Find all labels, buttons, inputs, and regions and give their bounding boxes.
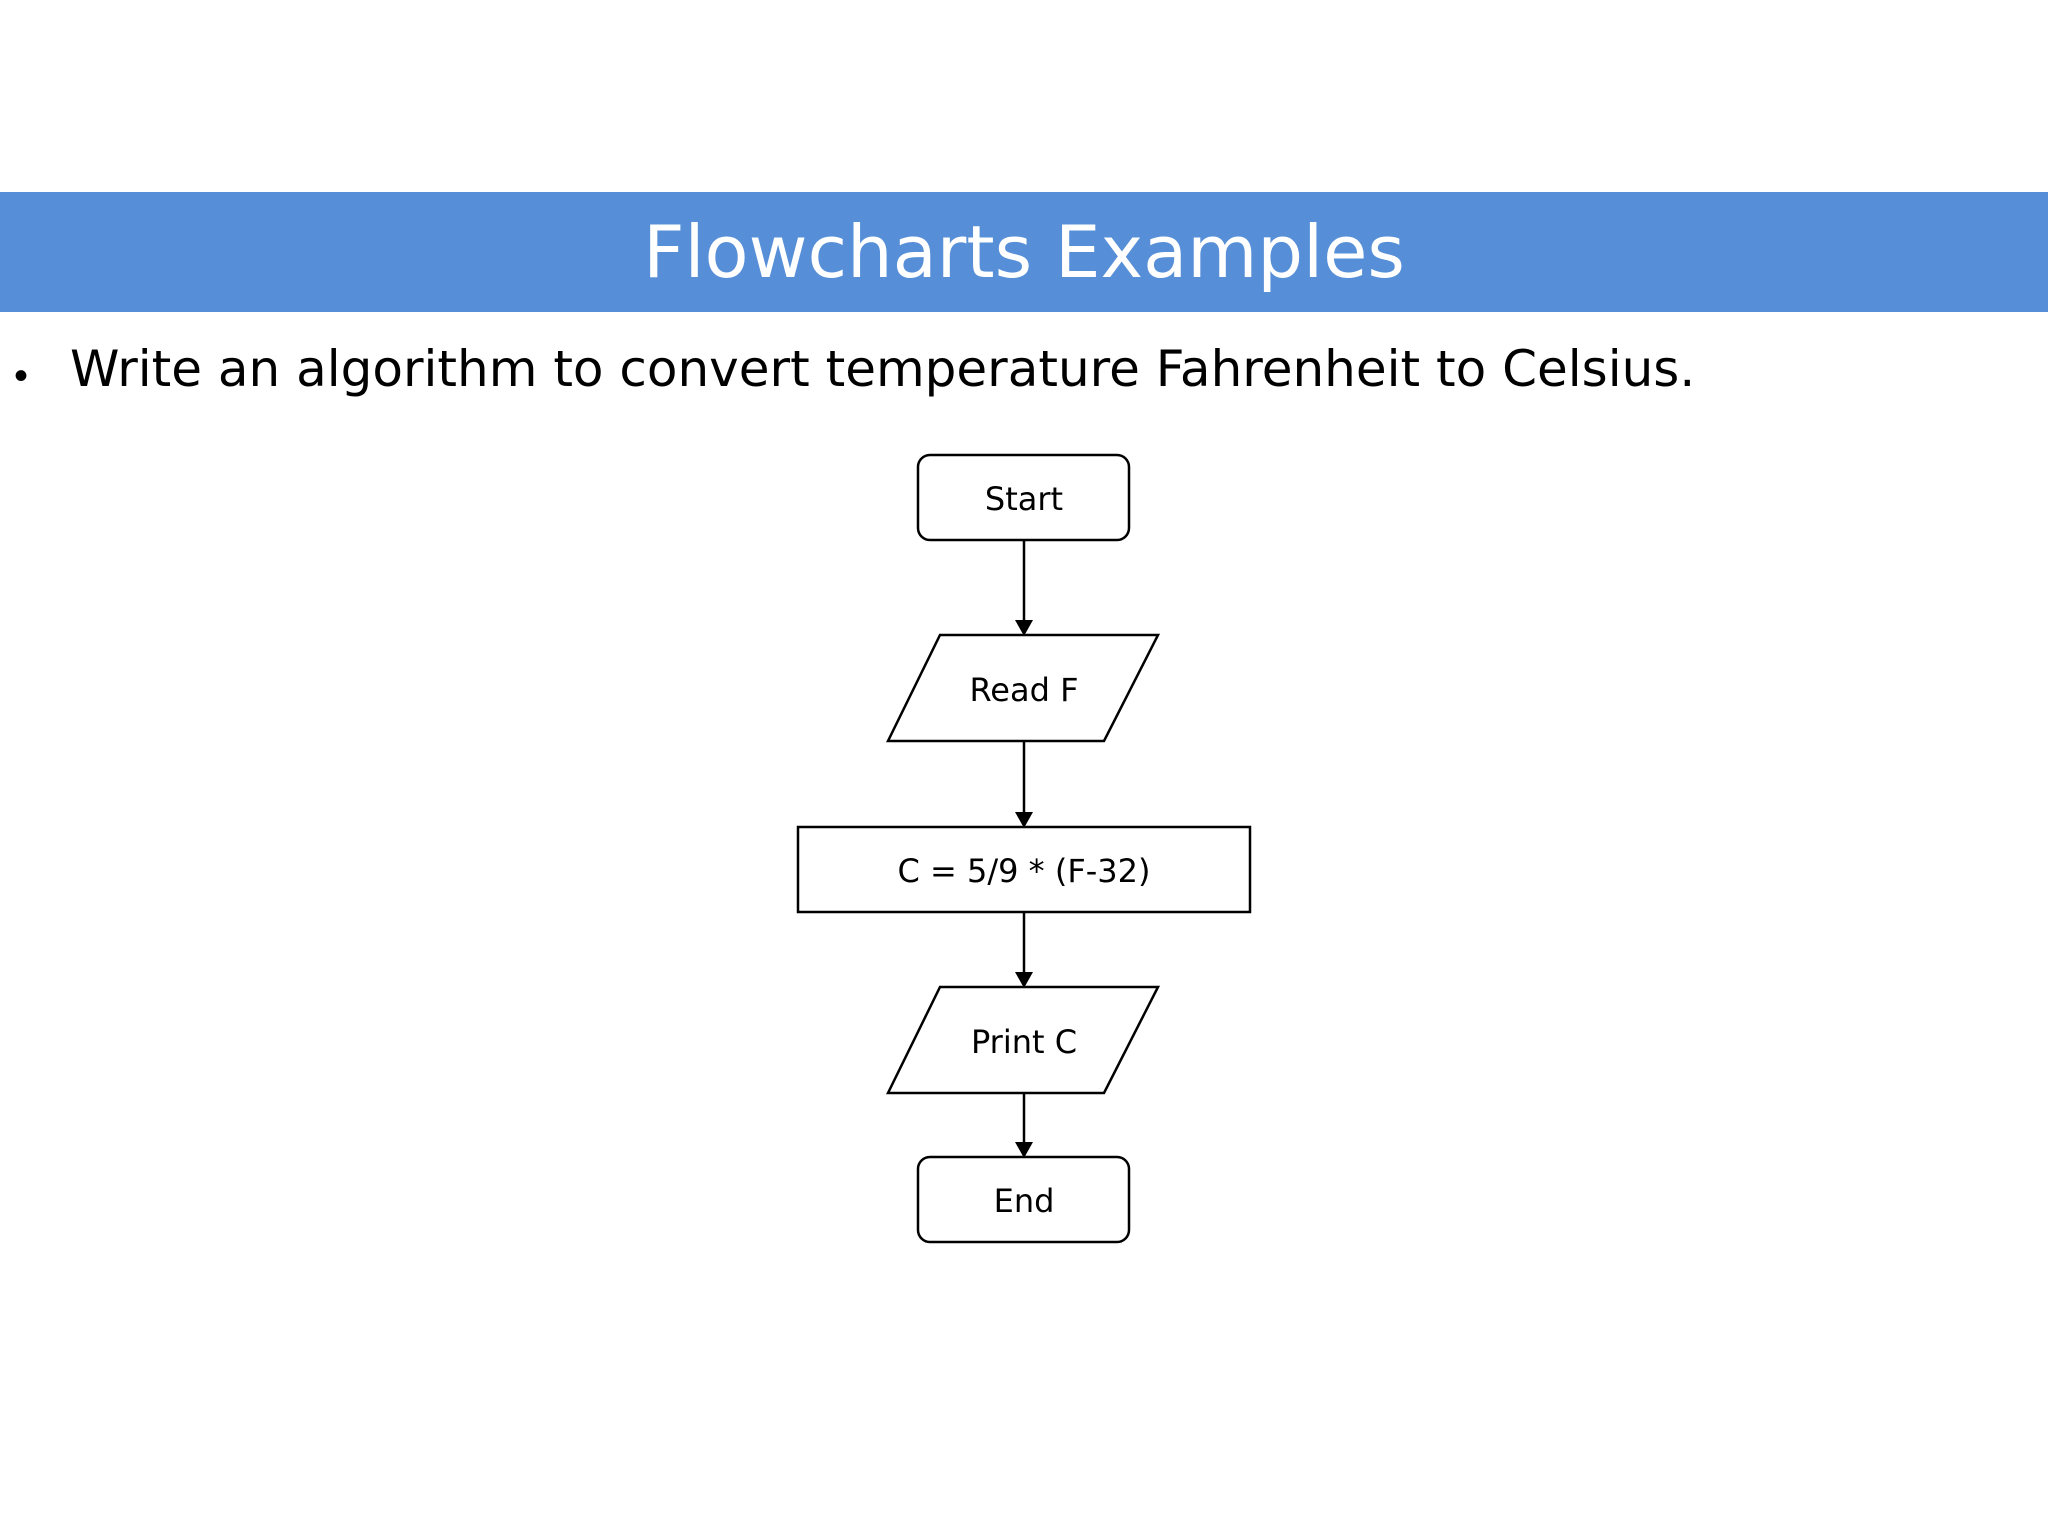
arrowhead-icon (1015, 972, 1033, 988)
node-read-label: Read F (970, 671, 1079, 709)
node-end-shape (916, 1155, 1131, 1244)
node-process-label: C = 5/9 * (F-32) (898, 852, 1151, 890)
node-print-label: Print C (971, 1023, 1077, 1061)
title-bar: Flowcharts Examples (0, 192, 2048, 312)
bullet-dot-icon: • (14, 354, 29, 398)
node-start-shape (916, 453, 1131, 542)
node-print-shape (885, 985, 1161, 1095)
bullet-text: Write an algorithm to convert temperatur… (70, 340, 1696, 398)
arrowhead-icon (1015, 620, 1033, 636)
arrowhead-icon (1015, 1142, 1033, 1158)
flowchart-nodes (796, 453, 1252, 1244)
node-end-label: End (994, 1182, 1055, 1220)
node-process-shape (796, 825, 1252, 914)
flowchart-arrowheads (1015, 620, 1033, 1158)
slide-title: Flowcharts Examples (643, 210, 1405, 294)
node-read-shape (885, 633, 1161, 743)
title-bar-background (0, 192, 2048, 312)
node-start-label: Start (985, 480, 1063, 518)
bullet-item: • Write an algorithm to convert temperat… (0, 340, 2048, 420)
arrowhead-icon (1015, 812, 1033, 828)
